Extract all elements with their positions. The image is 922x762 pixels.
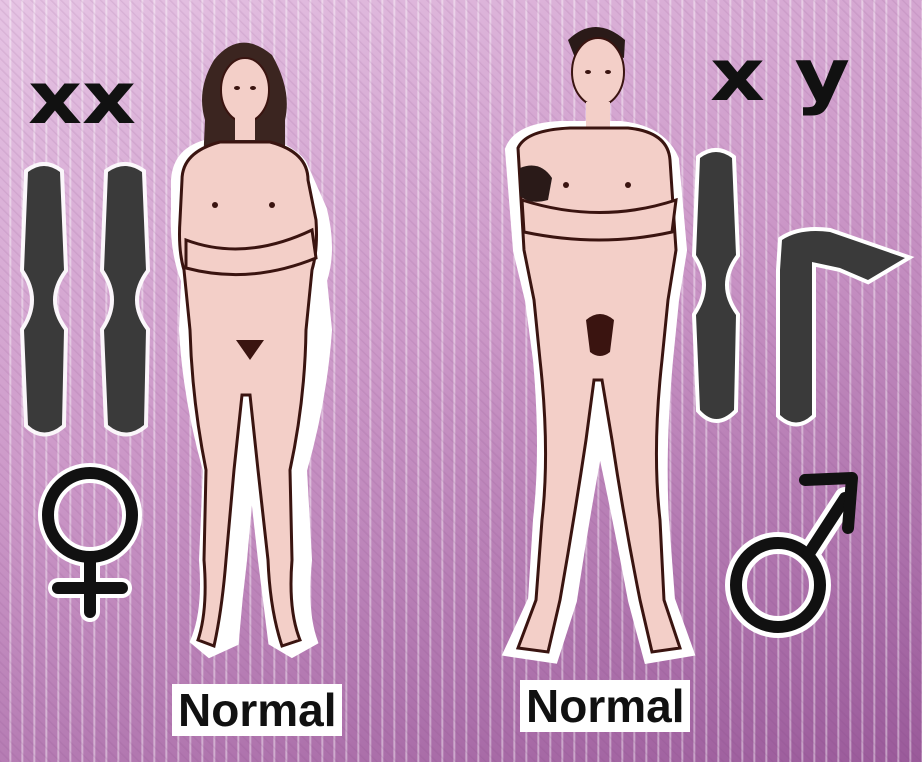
male-symbol-icon <box>736 478 852 627</box>
male-caption: Normal <box>520 680 690 732</box>
female-figure <box>178 43 325 650</box>
male-figure <box>512 27 686 656</box>
female-x-chromosome-pair <box>24 166 146 433</box>
female-chromosome-label: xx <box>28 56 136 140</box>
female-caption: Normal <box>172 684 342 736</box>
male-chromosome-label: x y <box>710 33 850 117</box>
female-symbol-icon <box>48 473 132 612</box>
male-xy-chromosomes <box>696 152 905 423</box>
y-chromosome <box>780 231 905 423</box>
